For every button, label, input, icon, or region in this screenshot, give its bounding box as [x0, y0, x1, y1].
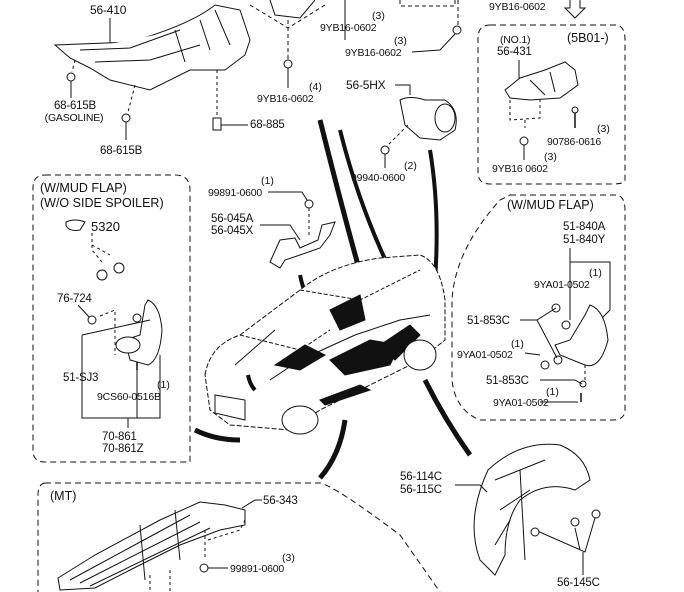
- label-9ya01-b: 9YA01-0502: [457, 349, 513, 361]
- clip-68-615b-icon: [66, 72, 76, 82]
- group-label-mt: (MT): [50, 489, 77, 503]
- label-76-724: 76-724: [57, 293, 92, 305]
- qty-99891-b: (3): [282, 552, 295, 564]
- label-5320: 5320: [91, 219, 120, 234]
- mud-flap-51-840: [554, 304, 609, 367]
- label-51-853c-a: 51-853C: [467, 315, 510, 327]
- label-70-861: 70-861: [102, 431, 137, 443]
- nut-99891-icon: [304, 199, 314, 209]
- leader-swoosh: [422, 378, 473, 457]
- qty-9ya01-a: (1): [589, 267, 602, 279]
- label-51-840a: 51-840A: [563, 221, 606, 233]
- label-gasoline: (GASOLINE): [44, 112, 104, 124]
- nut-99940-icon: [380, 145, 390, 155]
- leader-swoosh: [428, 149, 439, 281]
- qty-9cs60: (1): [157, 379, 170, 391]
- label-9yb16-4: 9YB16-0602: [257, 93, 314, 105]
- label-9yb16-top3: 9YB16-0602: [488, 1, 547, 13]
- label-68-615b-gasoline: 68-615B: [53, 100, 97, 112]
- label-56-431: 56-431: [497, 46, 532, 58]
- label-51-853c-b: 51-853C: [486, 375, 529, 387]
- clip-56-145c-icon: [570, 517, 580, 527]
- down-arrow-icon: [563, 0, 587, 19]
- group-label-5b01: (5B01-): [567, 31, 609, 45]
- clip-icon: [113, 262, 125, 274]
- label-9yb16-top1: 9YB16-0602: [320, 22, 377, 34]
- qty-9yb16-4: (4): [309, 81, 322, 93]
- qty-99940: (2): [404, 160, 417, 172]
- label-99940: 99940-0600: [351, 172, 406, 184]
- label-51-sj3: 51-SJ3: [63, 372, 99, 384]
- qty-9ya01-b: (1): [511, 338, 524, 350]
- cover-56-431: [504, 61, 579, 101]
- label-90786: 90786-0616: [547, 136, 602, 148]
- screw-76-724-icon: [87, 315, 97, 325]
- nut-9yb16-icon: [283, 59, 293, 69]
- leader-swoosh: [318, 419, 348, 480]
- clip-icon: [96, 269, 108, 281]
- clip-56-145c-icon: [591, 509, 601, 519]
- label-68-615b: 68-615B: [100, 145, 143, 157]
- screw-9ya01-icon: [540, 360, 550, 370]
- group-label-mud-flap-left-2: (W/O SIDE SPOILER): [40, 196, 164, 210]
- clip-68-615b-icon: [121, 113, 131, 123]
- screw-9ya01-icon: [561, 320, 571, 330]
- clip-51-853c-icon: [553, 355, 563, 365]
- label-56-115c: 56-115C: [400, 484, 442, 496]
- qty-9yb16-top1: (3): [372, 10, 385, 22]
- top-dashed-box: [399, 0, 456, 7]
- label-9yb16-box: 9YB16 0602: [492, 163, 548, 175]
- clip-51-853c-icon: [579, 380, 587, 388]
- label-99891-a: 99891-0600: [208, 187, 263, 199]
- vehicle-outline: [204, 254, 446, 435]
- label-56-410: 56-410: [90, 3, 127, 17]
- label-70-861z: 70-861Z: [102, 443, 144, 455]
- qty-99891-a: (1): [261, 175, 274, 187]
- label-51-840y: 51-840Y: [563, 234, 606, 246]
- bracket-56-045: [269, 221, 336, 269]
- nut-9yb16-icon: [452, 25, 462, 35]
- qty-9ya01-c: (1): [546, 386, 559, 398]
- leader-swoosh: [193, 427, 241, 443]
- mount-56-5hx: [399, 97, 457, 141]
- qty-90786: (3): [597, 123, 610, 135]
- underbody-cover-56-343: [57, 501, 246, 591]
- qty-9yb16-top2: (3): [394, 35, 407, 47]
- group-label-mud-flap-left-1: (W/MUD FLAP): [40, 181, 127, 195]
- nut-9yb16-icon: [519, 136, 529, 146]
- label-9ya01-c: 9YA01-0502: [493, 397, 549, 409]
- label-no1: (NO.1): [500, 34, 531, 46]
- bracket-top-center: [269, 0, 316, 19]
- clip-56-145c-icon: [530, 527, 540, 537]
- label-56-343: 56-343: [263, 495, 298, 507]
- label-68-885: 68-885: [250, 119, 285, 131]
- hand-icon: [65, 219, 86, 231]
- label-56-045a: 56-045A: [211, 213, 254, 225]
- label-99891-b: 99891-0600: [230, 563, 285, 575]
- nut-99891-icon: [199, 563, 209, 573]
- clip-68-885-icon: [212, 117, 222, 131]
- label-56-045x: 56-045X: [211, 225, 254, 237]
- label-9ya01-a: 9YA01-0502: [534, 279, 590, 291]
- label-56-5hx: 56-5HX: [346, 78, 386, 92]
- group-box-mud-flap-right: [451, 194, 626, 421]
- group-label-mud-flap-right: (W/MUD FLAP): [507, 198, 594, 212]
- qty-9yb16-box: (3): [544, 151, 557, 163]
- mud-flap-70-861: [115, 299, 163, 366]
- label-56-114c: 56-114C: [400, 471, 442, 483]
- wheel-liner-56-114c: [473, 443, 591, 576]
- label-9cs60: 9CS60-0516B: [97, 391, 161, 403]
- group-box-mud-flap-left: [32, 174, 191, 463]
- label-9yb16-top2: 9YB16-0602: [345, 47, 402, 59]
- label-56-145c: 56-145C: [557, 577, 600, 589]
- group-box-mt: [37, 482, 441, 592]
- underbody-cover-56-410: [53, 4, 251, 91]
